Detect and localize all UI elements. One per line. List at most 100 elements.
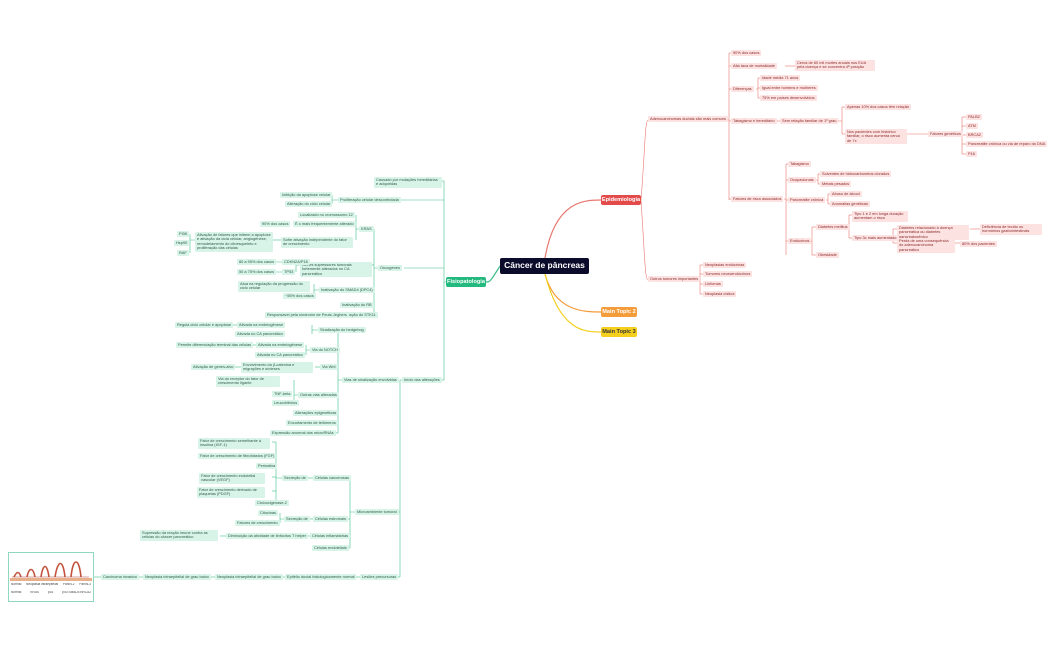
risk-tipo-3c[interactable]: Tipo 3c mais aumentado <box>852 235 899 242</box>
subtopic-fatores-geneticos[interactable]: Fatores genéticos <box>928 131 963 138</box>
fisio-telomeros[interactable]: Encurtamento de telômeros <box>286 420 338 427</box>
tumor-neoplasias-endocrinas[interactable]: Neoplasias endócrinas <box>703 262 747 269</box>
subtopic-90pct[interactable]: 90% dos casos <box>731 50 762 57</box>
risk-alcool[interactable]: Abuso de álcool <box>830 191 862 198</box>
fisio-alteracao-ciclo[interactable]: Alteração do ciclo celular <box>285 201 333 208</box>
fisio-cox2[interactable]: Ciclooxigenase-2 <box>255 500 289 507</box>
fisio-outras-vias[interactable]: Outras vias alteradas <box>298 392 339 399</box>
fisio-hedgehog[interactable]: Sinalização do hedgehog <box>318 327 366 334</box>
subtopic-apenas-10pct[interactable]: Apenas 10% dos casos têm relação <box>845 104 912 111</box>
fisio-notch-embrio[interactable]: Ativada na embriogênese <box>256 342 305 349</box>
risk-metais[interactable]: Metais pesados <box>820 181 852 188</box>
fisio-celulas-endoteliais[interactable]: Células endoteliais <box>312 545 349 552</box>
fisio-receptor[interactable]: Via do receptor do fator de crescimento … <box>216 376 280 387</box>
fisio-peutz[interactable]: Responsável pela síndrome de Peutz-Jeghe… <box>265 312 349 319</box>
gene-palb2[interactable]: PALB2 <box>966 114 982 121</box>
fisio-55pct[interactable]: ~55% dos casos <box>283 293 316 300</box>
fisio-regula-ciclo[interactable]: Regula ciclo celular e apoptose <box>175 322 234 329</box>
fisio-pdgf[interactable]: Fator de crescimento derivado de plaquet… <box>197 487 265 498</box>
fisio-tnf[interactable]: TNF-beta <box>272 391 293 398</box>
risk-endocrinos[interactable]: Endócrinos <box>788 238 812 245</box>
subtopic-tabagismo-hereditario[interactable]: Tabagismo e hereditário <box>731 118 777 125</box>
root-topic[interactable]: Câncer de pâncreas <box>500 258 589 274</box>
fisio-epigeneticas[interactable]: Alterações epigenéticas <box>293 410 339 417</box>
tumor-linfomas[interactable]: Linfomas <box>703 281 723 288</box>
risk-deficiencia[interactable]: Deficiência de tecido ou hormônios gastr… <box>980 224 1042 235</box>
subtopic-75pct[interactable]: 75% em países desenvolvidos <box>760 95 817 102</box>
fisio-celulas-estromais[interactable]: Células estromais <box>313 516 348 523</box>
fisio-micrornas[interactable]: Expressão anormal dos microRNAs <box>270 430 336 437</box>
risk-obesidade[interactable]: Obesidade <box>816 252 839 259</box>
main-topic-epidemiologia[interactable]: Epidemiologia <box>601 195 641 205</box>
gene-p16[interactable]: P16 <box>966 151 977 158</box>
fisio-tp53[interactable]: TP53 <box>282 269 296 276</box>
fisio-supressao-imune[interactable]: Supressão da reação imune contra as célu… <box>140 530 218 541</box>
fisio-vias[interactable]: Vias de sinalização envolvidas <box>342 377 399 384</box>
fisio-leucotrienios[interactable]: Leucotriênios <box>272 400 300 407</box>
risk-80pct[interactable]: 80% dos pacientes <box>960 241 997 248</box>
fisio-notch-ca[interactable]: Ativada no CA pancreático <box>255 352 305 359</box>
subtopic-outros-tumores[interactable]: Outros tumores importantes <box>648 276 701 283</box>
risk-perda[interactable]: Perda de uma consequência do adenocarcin… <box>897 238 955 254</box>
main-topic-3[interactable]: Main Topic 3 <box>601 327 637 337</box>
subtopic-historico-familiar[interactable]: Nos pacientes com histórico familiar, o … <box>845 129 907 145</box>
fisio-neoplasia-baixo-2[interactable]: Neoplasia intraepitelial de grau baixo <box>143 574 211 581</box>
fisio-80-95[interactable]: 80 a 95% dos casos <box>237 259 277 266</box>
fisio-ativacao-fatores[interactable]: Ativação de fatores que inibem a apoptos… <box>195 232 273 252</box>
fisio-inicio-alteracoes[interactable]: Início das alterações <box>402 377 442 384</box>
risk-tabagismo[interactable]: Tabagismo <box>788 161 811 168</box>
fisio-stk11[interactable]: Inativação do STK11 <box>338 312 378 319</box>
fisio-ativacao-independente[interactable]: Sofre ativação independente do fator de … <box>281 237 353 248</box>
fisio-diferenciacao[interactable]: Permite diferenciação terminal das célul… <box>176 342 254 349</box>
fisio-50-75[interactable]: 50 a 75% dos casos <box>237 269 277 276</box>
main-topic-2[interactable]: Main Topic 2 <box>601 307 637 317</box>
subtopic-diferencas[interactable]: Diferenças <box>731 86 754 93</box>
fisio-genes-supressores[interactable]: Genes supressores tumorais fortemente al… <box>300 262 372 278</box>
risk-solventes[interactable]: Solventes de hidrocarbonetos clorados <box>820 171 892 178</box>
fisio-mais-alterado[interactable]: É o mais frequentemente alterado <box>293 221 356 228</box>
fisio-lesoes-precursoras[interactable]: Lesões precursoras <box>360 574 399 581</box>
fisio-kras[interactable]: KRAS <box>359 226 374 233</box>
risk-pancreatite-cronica[interactable]: Pancreatite crônica <box>788 197 826 204</box>
tumor-neuroendocrinos[interactable]: Tumores neuroendócrinos <box>703 271 753 278</box>
fisio-proliferacao[interactable]: Proliferação celular descontrolada <box>338 197 401 204</box>
fisio-linfocitos[interactable]: Diminuição da atividade de linfócitos T … <box>226 533 309 540</box>
fisio-hedgehog-embrio[interactable]: Ativada na embriogênese <box>237 322 286 329</box>
subtopic-homens-mulheres[interactable]: Igual entre homens e mulheres <box>760 85 818 92</box>
subtopic-fatores-risco[interactable]: Fatores de risco associados <box>731 196 784 203</box>
fisio-secrecao-2[interactable]: Secreção de <box>284 516 310 523</box>
risk-tipo-1-2[interactable]: Tipo 1 e 2 em longa duração aumentam o r… <box>852 211 908 222</box>
fisio-microambiente[interactable]: Microambiente tumoral <box>355 509 399 516</box>
fisio-regulacao[interactable]: Atua na regulação da progressão do ciclo… <box>238 281 310 292</box>
fisio-neoplasia-baixo-1[interactable]: Neoplasia intraepitelial de grau baixo <box>215 574 283 581</box>
fisio-oncogenes[interactable]: Oncogenes <box>378 265 402 272</box>
fisio-secrecao-1[interactable]: Secreção de <box>282 475 308 482</box>
fisio-wnt[interactable]: Via Wnt <box>320 364 338 371</box>
fisio-epitelio-normal[interactable]: Epitélio ductal histologicamente normal <box>285 574 357 581</box>
fisio-notch[interactable]: Via do NOTCH <box>310 347 340 354</box>
fisio-beta-catenina[interactable]: Envolvimento da β-catenina e migrações e… <box>241 362 313 373</box>
fisio-causado[interactable]: Causado por mutações hereditárias e adqu… <box>374 177 442 188</box>
fisio-celulas-inflamatorias[interactable]: Células inflamatórias <box>310 533 351 540</box>
fisio-pi3k[interactable]: PI3K <box>177 231 190 238</box>
fisio-celulas-cancerosas[interactable]: Células cancerosas <box>313 475 351 482</box>
risk-tipo-3c-desc[interactable]: Diabetes relacionado à doença pancreátic… <box>897 225 969 241</box>
gene-brca2[interactable]: BRCA2 <box>966 132 983 139</box>
fisio-carcinoma-invasivo[interactable]: Carcinoma invasivo <box>101 574 139 581</box>
main-topic-fisiopatologia[interactable]: Fisiopatologia <box>446 277 486 287</box>
fisio-inibicao-apoptose[interactable]: Inibição da apoptose celular <box>280 192 333 199</box>
fisio-cdkn2a[interactable]: CDKN2A/P16 <box>282 259 310 266</box>
fisio-genes-alvo[interactable]: Ativação de genes-alvo <box>191 364 236 371</box>
gene-pancreatite[interactable]: Pancreatite crônica ou via de reparo do … <box>966 141 1048 148</box>
fisio-vegf[interactable]: Fator de crescimento endotelial vascular… <box>199 473 265 484</box>
subtopic-mortalidade[interactable]: Alta taxa de mortalidade <box>731 63 777 70</box>
gene-atm[interactable]: ATM <box>966 123 978 130</box>
fisio-citocinas[interactable]: Citocinas <box>258 510 279 517</box>
fisio-rb[interactable]: Inativação do RB <box>340 302 374 309</box>
fisio-smad4[interactable]: Inativação do SMAD4 (DPC4) <box>319 287 375 294</box>
fisio-raf[interactable]: RAF <box>177 250 189 257</box>
fisio-fatores-crescimento[interactable]: Fatores de crescimento <box>235 520 280 527</box>
subtopic-sem-relacao[interactable]: Sem relação familiar de 1º grau <box>780 118 839 125</box>
fisio-cromossomo[interactable]: Localizado no cromossomo 12 <box>298 212 355 219</box>
subtopic-idade[interactable]: Idade média 71 anos <box>760 75 801 82</box>
